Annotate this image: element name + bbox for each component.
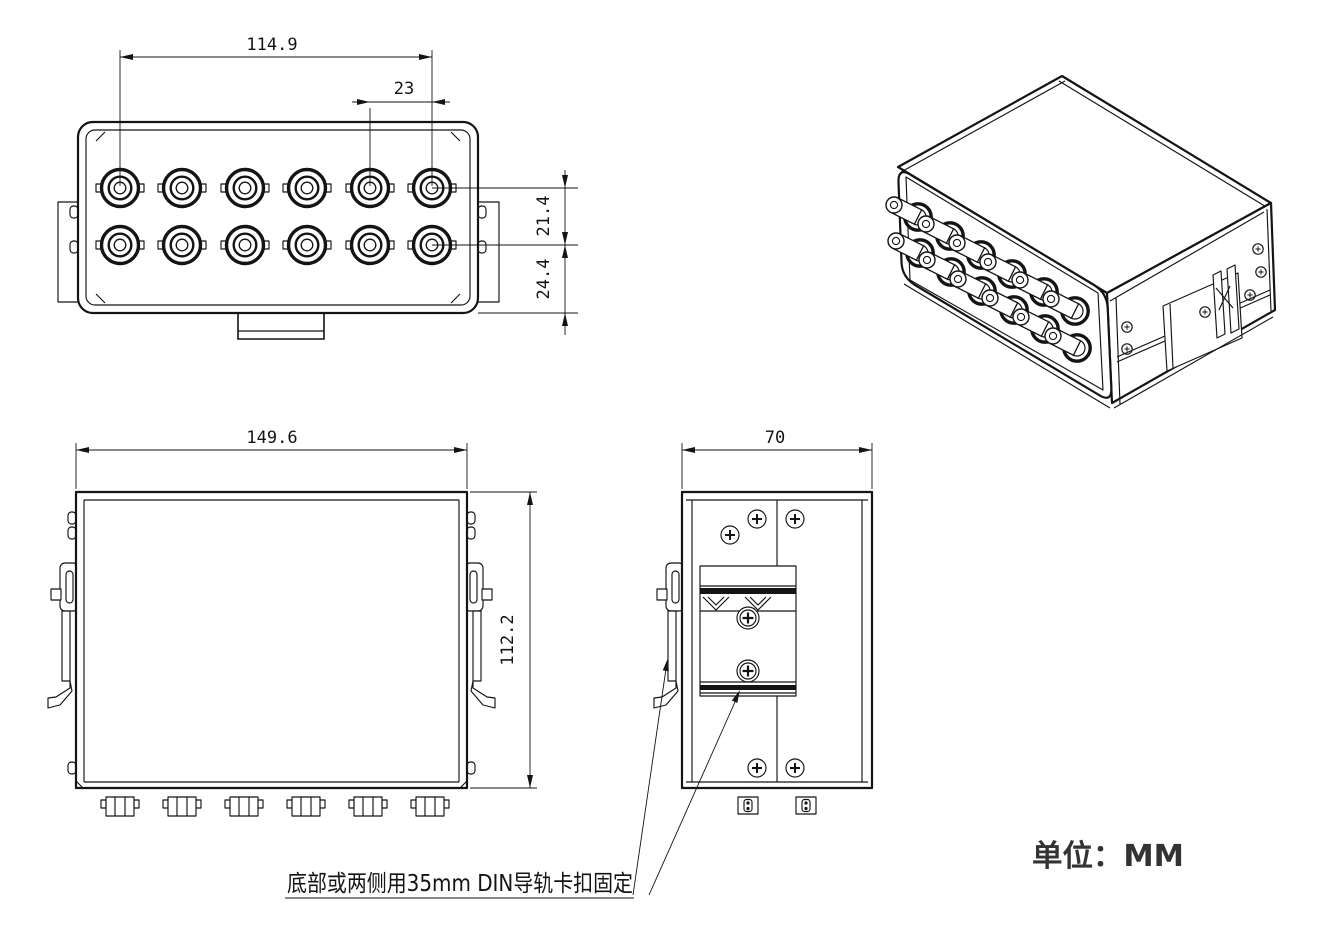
dim-label-body-width: 149.6	[246, 428, 297, 448]
side-view: 70	[653, 428, 874, 815]
front-view: 114.9 23 21.4 24.4	[57, 35, 578, 340]
dim-front-connector-span: 114.9	[119, 35, 433, 186]
isometric-view	[884, 74, 1277, 409]
dim-front-vertical: 21.4 24.4	[432, 170, 578, 335]
dim-label-row-spacing: 21.4	[534, 196, 554, 237]
dim-top-depth: 112.2	[470, 491, 537, 789]
mounting-note-text: 底部或两侧用35mm DIN导轨卡扣固定	[287, 871, 633, 897]
dim-label-connector-pitch: 23	[394, 79, 414, 99]
dim-front-connector-pitch: 23	[352, 79, 450, 186]
dim-top-width: 149.6	[75, 428, 468, 489]
dim-side-depth: 70	[681, 428, 873, 489]
unit-label: 单位：MM	[1032, 839, 1184, 874]
dim-label-body-height: 112.2	[498, 614, 518, 665]
din-rail-plate	[699, 565, 797, 697]
top-view: 149.6 112.2	[47, 428, 537, 817]
dim-label-connector-span: 114.9	[246, 35, 297, 55]
dim-label-row-to-bottom: 24.4	[534, 259, 554, 300]
dim-label-body-depth: 70	[765, 428, 785, 448]
mounting-note-callout: 底部或两侧用35mm DIN导轨卡扣固定	[285, 657, 743, 899]
